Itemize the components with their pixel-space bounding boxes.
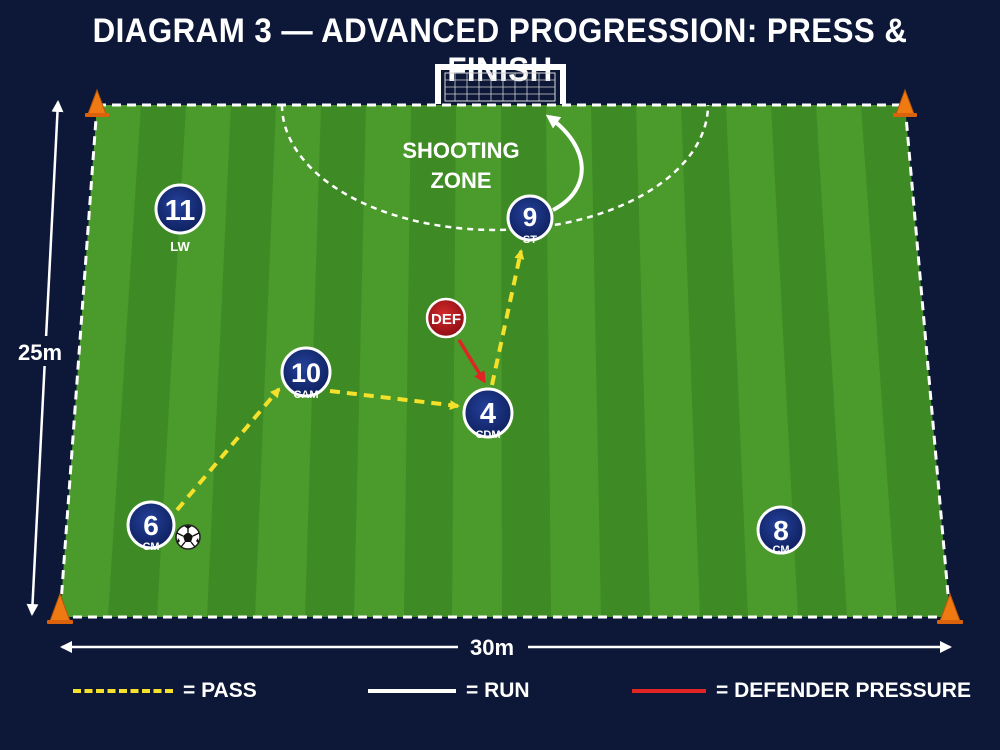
player-position: CM <box>772 544 789 556</box>
cone-bottom-right <box>937 592 963 624</box>
pass-arrow-4-to-9 <box>490 249 525 386</box>
player-position: CAM <box>293 389 318 401</box>
pass-arrow-10-to-4 <box>329 389 460 411</box>
soccer-ball-icon <box>175 524 201 550</box>
player-position: ST <box>523 234 537 246</box>
pressure-line-swatch <box>632 689 706 693</box>
pass-arrow-6-to-10 <box>175 387 281 512</box>
player-number: 9 <box>523 202 537 232</box>
legend-pressure-label: = DEFENDER PRESSURE <box>716 679 971 702</box>
legend-defender-pressure: = DEFENDER PRESSURE <box>632 676 971 706</box>
player-8: 8 CM <box>756 505 806 556</box>
goal <box>435 64 566 104</box>
pass-line-swatch <box>73 689 173 693</box>
height-dimension-label: 25m <box>18 340 62 365</box>
player-number: 8 <box>773 515 789 546</box>
player-position: CM <box>142 541 159 553</box>
defender-pressure-arrow <box>457 339 486 384</box>
shooting-zone-label-line1: SHOOTING <box>402 138 519 163</box>
shooting-zone-label-line2: ZONE <box>430 168 491 193</box>
width-dimension-label: 30m <box>470 635 514 660</box>
cone-top-right <box>893 88 917 117</box>
player-4: 4 CDM <box>462 387 514 441</box>
legend-run: = RUN <box>368 676 530 706</box>
player-number: 6 <box>143 510 159 541</box>
player-position: CDM <box>475 429 500 441</box>
defender-label: DEF <box>431 311 461 328</box>
player-number: 11 <box>165 195 196 227</box>
player-9: 9 ST <box>506 194 554 246</box>
legend-pass: = PASS <box>73 676 257 706</box>
player-10: 10 CAM <box>280 346 332 401</box>
height-label-bg <box>16 336 66 366</box>
player-number: 10 <box>291 358 321 388</box>
run-arrow-st <box>545 114 584 212</box>
legend-pass-label: = PASS <box>183 679 257 702</box>
legend-run-label: = RUN <box>466 679 530 702</box>
run-line-swatch <box>368 689 456 693</box>
player-number: 4 <box>480 398 496 430</box>
player-6: 6 CM <box>126 500 176 553</box>
cone-top-left <box>85 88 109 117</box>
player-11: 11 LW <box>154 183 206 254</box>
width-label-bg <box>458 632 528 662</box>
defender-marker: DEF <box>425 297 467 339</box>
shooting-zone-arc <box>280 104 710 232</box>
player-position: LW <box>170 239 190 254</box>
